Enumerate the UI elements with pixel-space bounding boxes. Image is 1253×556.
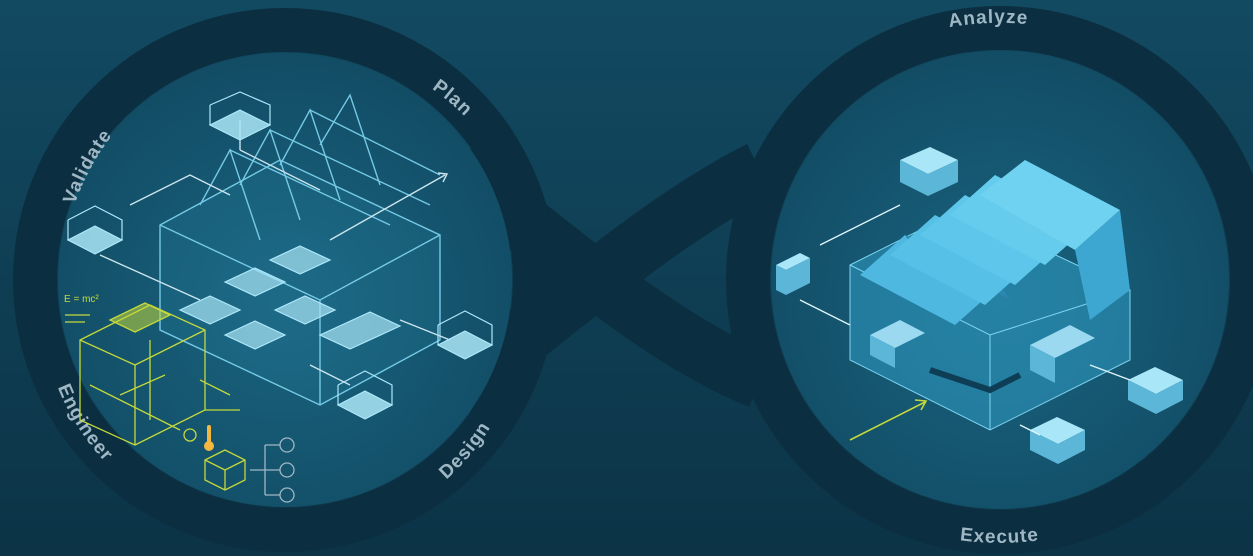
formula-text: E = mc² (64, 294, 99, 305)
label-execute: Execute (959, 524, 1040, 548)
